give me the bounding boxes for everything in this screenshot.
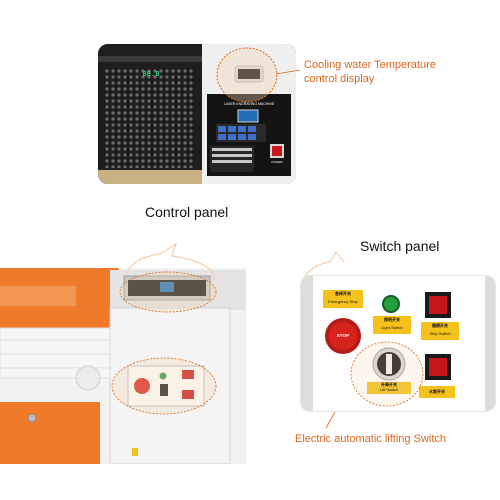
light-indicator: [384, 297, 398, 311]
cooling-callout-line2: control display: [304, 73, 375, 85]
machine-drawer: [0, 402, 100, 464]
switch-panel-caption: Switch panel: [360, 238, 440, 254]
display-readout: 88.8: [142, 70, 160, 78]
power-label: POWER: [271, 160, 283, 164]
strip-rocker-switch: [429, 296, 447, 314]
strip-label-cn: 循擦开关: [432, 323, 448, 328]
switch-panel-illustration: [301, 276, 495, 411]
cooling-callout-line1: Cooling water Temperature: [304, 59, 436, 71]
emergency-stop-button: [329, 322, 357, 350]
lcd-screen: [237, 109, 259, 123]
light-label-en: Light Switch: [381, 325, 403, 330]
pump-label-cn: 水泵开关: [429, 389, 445, 394]
emergency-label-en: Emergency Stop: [328, 299, 358, 304]
machine-photo: [0, 268, 246, 464]
lifting-highlight-circle: [350, 341, 424, 407]
lift-label-en: Lift Switch: [379, 387, 399, 392]
lift-label-cn: 升降开关: [381, 382, 397, 387]
light-label-cn: 照明开关: [384, 317, 400, 322]
control-panel-caption: Control panel: [145, 204, 229, 220]
strip-label-en: Strip Switch: [429, 331, 451, 336]
power-switch: [272, 146, 282, 156]
control-board-title: LASER ENGRAVING MACHINE: [223, 102, 275, 106]
pump-rocker-switch: [429, 358, 447, 376]
control-panel-illustration: [98, 44, 296, 184]
machine-illustration: [0, 268, 246, 464]
emergency-label-cn: 急停开关: [335, 291, 351, 296]
honeycomb-bed: [104, 68, 194, 168]
switch-panel-photo: 急停开关 Emergency Stop STOP 照明开关 Light Swit…: [300, 275, 496, 412]
display-highlight-circle: [216, 47, 278, 103]
temperature-display: [238, 69, 260, 79]
control-panel-photo: 88.8 LASER ENGRAVING MACHINE POWER: [98, 44, 296, 184]
lifting-switch-callout: Electric automatic lifting Switch: [295, 433, 446, 445]
stop-text: STOP: [336, 333, 350, 338]
